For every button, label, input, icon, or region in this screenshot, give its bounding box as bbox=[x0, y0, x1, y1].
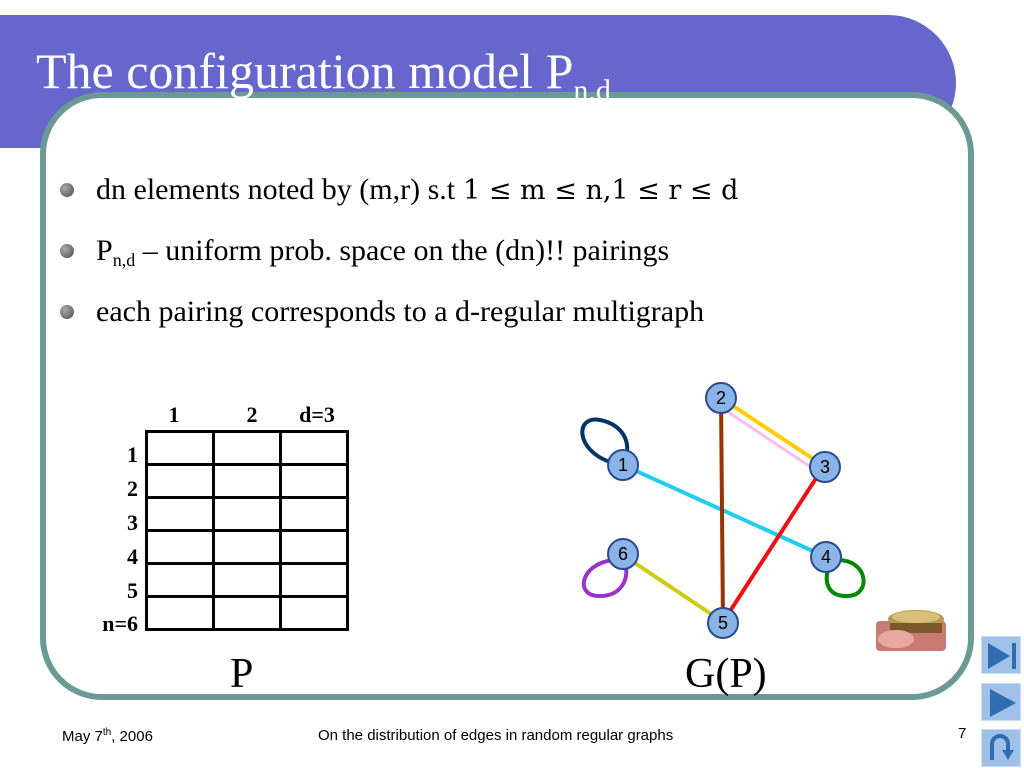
node-6-circle bbox=[607, 538, 639, 570]
grid-cell bbox=[212, 562, 282, 598]
grid-cell bbox=[279, 496, 349, 532]
slide-title: The configuration model Pn,d bbox=[36, 42, 611, 107]
bullet-2-prefix: P bbox=[96, 234, 113, 267]
grid-cell bbox=[212, 595, 282, 631]
node-2-label: 2 bbox=[716, 388, 726, 408]
row-header-5: 5 bbox=[127, 578, 138, 603]
loop-1 bbox=[580, 417, 630, 464]
node-4-circle bbox=[810, 541, 842, 573]
graph-caption: G(P) bbox=[685, 651, 767, 697]
bullet-3: each pairing corresponds to a d-regular … bbox=[58, 290, 738, 351]
decorative-picture bbox=[876, 610, 946, 651]
row-header-4: 4 bbox=[127, 544, 138, 569]
picture-hand bbox=[878, 630, 914, 648]
bullet-3-text: each pairing corresponds to a d-regular … bbox=[96, 295, 705, 328]
node-6: 6 bbox=[607, 538, 639, 570]
grid-cell bbox=[145, 529, 215, 565]
node-2-circle bbox=[705, 382, 737, 414]
grid-row bbox=[145, 562, 349, 598]
loop-4 bbox=[824, 558, 866, 599]
row-header-1: 1 bbox=[127, 442, 138, 467]
title-subscript: n,d bbox=[573, 74, 611, 107]
edge-6-5 bbox=[621, 553, 725, 624]
grid-cell bbox=[145, 496, 215, 532]
col-header-1: 1 bbox=[168, 402, 180, 427]
grid-cell bbox=[145, 430, 215, 466]
node-1-circle bbox=[607, 449, 639, 481]
edge-3-5 bbox=[721, 464, 826, 624]
grid-cell bbox=[145, 562, 215, 598]
col-header-2: 2 bbox=[246, 402, 258, 427]
next-slide-button[interactable] bbox=[981, 683, 1021, 721]
grid-cell bbox=[212, 430, 282, 466]
bullet-dot-icon bbox=[60, 305, 74, 319]
pairing-grid bbox=[145, 430, 349, 631]
node-1-label: 1 bbox=[618, 455, 628, 475]
next-slide-icon bbox=[990, 689, 1016, 717]
loop-6 bbox=[581, 558, 629, 599]
return-button[interactable] bbox=[981, 729, 1021, 767]
footer-date-suffix: , 2006 bbox=[111, 728, 153, 745]
node-1: 1 bbox=[607, 449, 639, 481]
footer-date-prefix: May 7 bbox=[62, 728, 103, 745]
node-4-label: 4 bbox=[821, 547, 831, 567]
table-caption: P bbox=[230, 651, 254, 697]
grid-cell bbox=[279, 529, 349, 565]
grid-row bbox=[145, 430, 349, 466]
node-2: 2 bbox=[705, 382, 737, 414]
node-3: 3 bbox=[809, 451, 841, 483]
bullet-2-text: – uniform prob. space on the (dn)!! pair… bbox=[135, 234, 670, 267]
grid-row bbox=[145, 529, 349, 565]
edge-2-3-b bbox=[715, 402, 819, 474]
last-slide-button[interactable] bbox=[981, 636, 1021, 674]
edge-2-5 bbox=[719, 397, 725, 623]
grid-cell bbox=[279, 562, 349, 598]
picture-object-side bbox=[890, 623, 942, 633]
last-slide-icon bbox=[988, 643, 1016, 669]
edge-1-4 bbox=[622, 463, 827, 559]
grid-cell bbox=[212, 463, 282, 499]
bullet-1-math: 1 ≤ m ≤ n,1 ≤ r ≤ d bbox=[463, 175, 739, 206]
slide-number: 7 bbox=[958, 725, 967, 742]
footer-center: On the distribution of edges in random r… bbox=[318, 727, 674, 744]
grid-row bbox=[145, 595, 349, 631]
row-header-2: 2 bbox=[127, 476, 138, 501]
bullet-2-subscript: n,d bbox=[112, 250, 136, 270]
grid-cell bbox=[279, 430, 349, 466]
grid-cell bbox=[279, 595, 349, 631]
bullet-2: Pn,d – uniform prob. space on the (dn)!!… bbox=[58, 229, 738, 290]
node-5: 5 bbox=[707, 607, 739, 639]
footer-date: May 7th, 2006 bbox=[62, 727, 153, 745]
grid-row bbox=[145, 463, 349, 499]
node-6-label: 6 bbox=[618, 544, 628, 564]
node-5-circle bbox=[707, 607, 739, 639]
grid-cell bbox=[145, 595, 215, 631]
grid-cell bbox=[279, 463, 349, 499]
node-5-label: 5 bbox=[718, 613, 728, 633]
grid-cell bbox=[145, 463, 215, 499]
grid-cell bbox=[212, 496, 282, 532]
node-3-circle bbox=[809, 451, 841, 483]
return-icon bbox=[990, 734, 1014, 760]
bullet-dot-icon bbox=[60, 183, 74, 197]
grid-row bbox=[145, 496, 349, 532]
row-header-6: n=6 bbox=[102, 611, 138, 636]
bullet-dot-icon bbox=[60, 244, 74, 258]
edge-2-3-a bbox=[719, 396, 826, 468]
row-header-3: 3 bbox=[127, 510, 138, 535]
picture-object-top bbox=[892, 611, 940, 623]
grid-cell bbox=[212, 529, 282, 565]
node-3-label: 3 bbox=[820, 457, 830, 477]
bullet-1-text: dn elements noted by (m,r) s.t bbox=[96, 173, 456, 206]
title-main: The configuration model P bbox=[36, 43, 574, 99]
footer-date-sup: th bbox=[102, 727, 112, 738]
col-header-3: d=3 bbox=[299, 402, 335, 427]
node-4: 4 bbox=[810, 541, 842, 573]
